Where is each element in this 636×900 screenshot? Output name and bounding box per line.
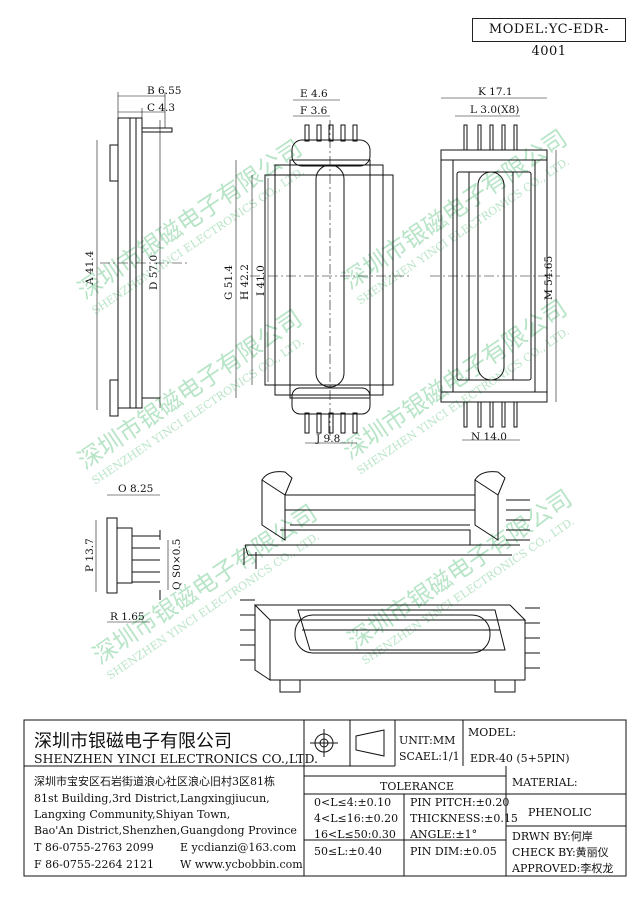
side-flange-top bbox=[109, 144, 119, 182]
checked-by: CHECK BY:黄丽仪 bbox=[512, 845, 609, 859]
model-header: MODEL: bbox=[468, 726, 516, 739]
tolerance-row-4: 50≤L:±0.40 bbox=[314, 845, 382, 858]
scale-label: SCAEL:1/1 bbox=[399, 750, 460, 763]
dim-d: D 57.0 bbox=[148, 255, 160, 290]
dim-r: R 1.65 bbox=[110, 611, 145, 623]
dim-e: E 4.6 bbox=[300, 88, 328, 100]
address-cn: 深圳市宝安区石岩街道浪心社区浪心旧村3区81栋 bbox=[34, 774, 275, 788]
unit-label: UNIT:MM bbox=[399, 734, 455, 747]
dim-h: H 42.2 bbox=[239, 264, 251, 300]
side-view bbox=[96, 92, 190, 417]
pin-pitch: PIN PITCH:±0.20 bbox=[410, 796, 509, 809]
model-label: MODEL:YC-EDR-4001 bbox=[472, 18, 626, 59]
watermark-en-4: SHENZHEN YINCI ELECTRONICS CO., LTD. bbox=[354, 325, 571, 478]
dim-p: P 13.7 bbox=[84, 538, 96, 572]
tolerance-row-3: 16<L≤50:0.30 bbox=[314, 828, 396, 841]
fax-number: F 86-0755-2264 2121 bbox=[34, 858, 154, 871]
dim-j: J 9.8 bbox=[315, 433, 340, 445]
dim-c: C 4.3 bbox=[147, 102, 175, 114]
address-en-3: Bao'An District,Shenzhen,Guangdong Provi… bbox=[34, 824, 297, 837]
iso-view-bottom bbox=[240, 599, 540, 693]
watermark-en-1: SHENZHEN YINCI ELECTRONICS CO., LTD. bbox=[89, 165, 306, 318]
material-header: MATERIAL: bbox=[512, 776, 578, 789]
dim-i: I 41.0 bbox=[255, 265, 267, 296]
dim-f: F 3.6 bbox=[300, 105, 328, 117]
dim-o: O 8.25 bbox=[118, 483, 153, 495]
email-address: E ycdianzi@163.com bbox=[180, 841, 297, 854]
dim-k: K 17.1 bbox=[478, 86, 513, 98]
angle: ANGLE:±1° bbox=[409, 828, 477, 841]
model-value: EDR-40 (5+5PIN) bbox=[470, 752, 570, 765]
watermark-cn-4: 深圳市银磁电子有限公司 bbox=[338, 294, 573, 465]
phone-number: T 86-0755-2763 2099 bbox=[34, 841, 154, 854]
front-view bbox=[235, 99, 410, 444]
dim-b: B 6.55 bbox=[147, 85, 181, 97]
dim-a: A 41.4 bbox=[84, 250, 96, 286]
address-en-2: Langxing Community,Shiyan Town, bbox=[34, 808, 230, 821]
watermark-cn-3: 深圳市银磁电子有限公司 bbox=[73, 304, 308, 475]
company-name-en: SHENZHEN YINCI ELECTRONICS CO.,LTD. bbox=[34, 751, 318, 766]
dim-l: L 3.0(X8) bbox=[470, 104, 519, 116]
pin-dim: PIN DIM:±0.05 bbox=[410, 845, 497, 858]
address-en-1: 81st Building,3rd District,Langxingjiucu… bbox=[34, 792, 270, 805]
watermark-cn-5: 深圳市银磁电子有限公司 bbox=[88, 499, 323, 670]
watermark-en-3: SHENZHEN YINCI ELECTRONICS CO., LTD. bbox=[89, 335, 306, 488]
pin-detail-view bbox=[95, 494, 169, 623]
thickness: THICKNESS:±0.15 bbox=[410, 812, 518, 825]
dim-m: M 54.65 bbox=[543, 256, 555, 300]
tolerance-header: TOLERANCE bbox=[380, 780, 454, 793]
company-name-cn: 深圳市银磁电子有限公司 bbox=[34, 731, 232, 752]
watermark-en-6: SHENZHEN YINCI ELECTRONICS CO., LTD. bbox=[359, 515, 576, 668]
top-view bbox=[430, 97, 560, 441]
material-value: PHENOLIC bbox=[528, 806, 592, 819]
approved-by: APPROVED:李权龙 bbox=[511, 861, 613, 875]
title-block bbox=[23, 719, 627, 877]
watermark-cn-1: 深圳市银磁电子有限公司 bbox=[73, 134, 308, 305]
tolerance-row-2: 4<L≤16:±0.20 bbox=[314, 812, 398, 825]
iso-view-top bbox=[243, 471, 530, 569]
watermark-group: 深圳市银磁电子有限公司 SHENZHEN YINCI ELECTRONICS C… bbox=[73, 124, 578, 683]
website: W www.ycbobbin.com bbox=[180, 858, 303, 871]
watermark-en-2: SHENZHEN YINCI ELECTRONICS CO., LTD. bbox=[354, 155, 571, 308]
drawn-by: DRWN BY:何岸 bbox=[512, 830, 593, 843]
projection-symbol bbox=[310, 729, 385, 757]
side-flange-bottom bbox=[109, 379, 119, 417]
dim-q: Q S0×0.5 bbox=[171, 539, 183, 590]
dim-n: N 14.0 bbox=[471, 431, 507, 443]
watermark-en-5: SHENZHEN YINCI ELECTRONICS CO., LTD. bbox=[104, 530, 321, 683]
dim-g: G 51.4 bbox=[223, 265, 235, 300]
tolerance-row-1: 0<L≤4:±0.10 bbox=[314, 796, 391, 809]
